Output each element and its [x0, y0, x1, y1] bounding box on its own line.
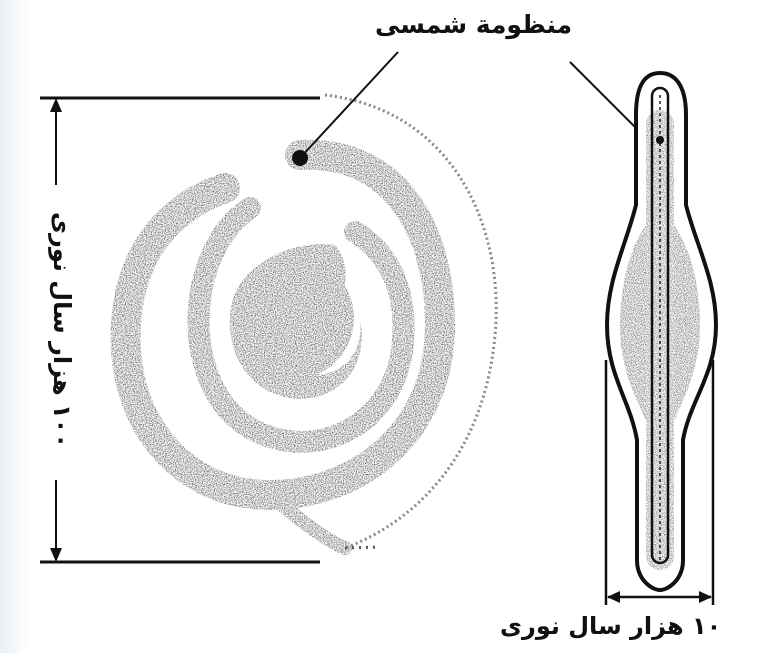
diameter-label: ۱۰۰ هزار سال نوری [48, 212, 76, 448]
solar-system-label: منظومة شمسی [375, 10, 572, 39]
galaxy-bulge [230, 256, 354, 380]
edge-on-galaxy [607, 73, 716, 590]
thickness-label: ۱۰ هزار سال نوری [500, 612, 721, 640]
spiral-galaxy [126, 95, 497, 548]
edge-on-solar-dot [656, 136, 664, 144]
solar-leader-left [300, 52, 398, 158]
